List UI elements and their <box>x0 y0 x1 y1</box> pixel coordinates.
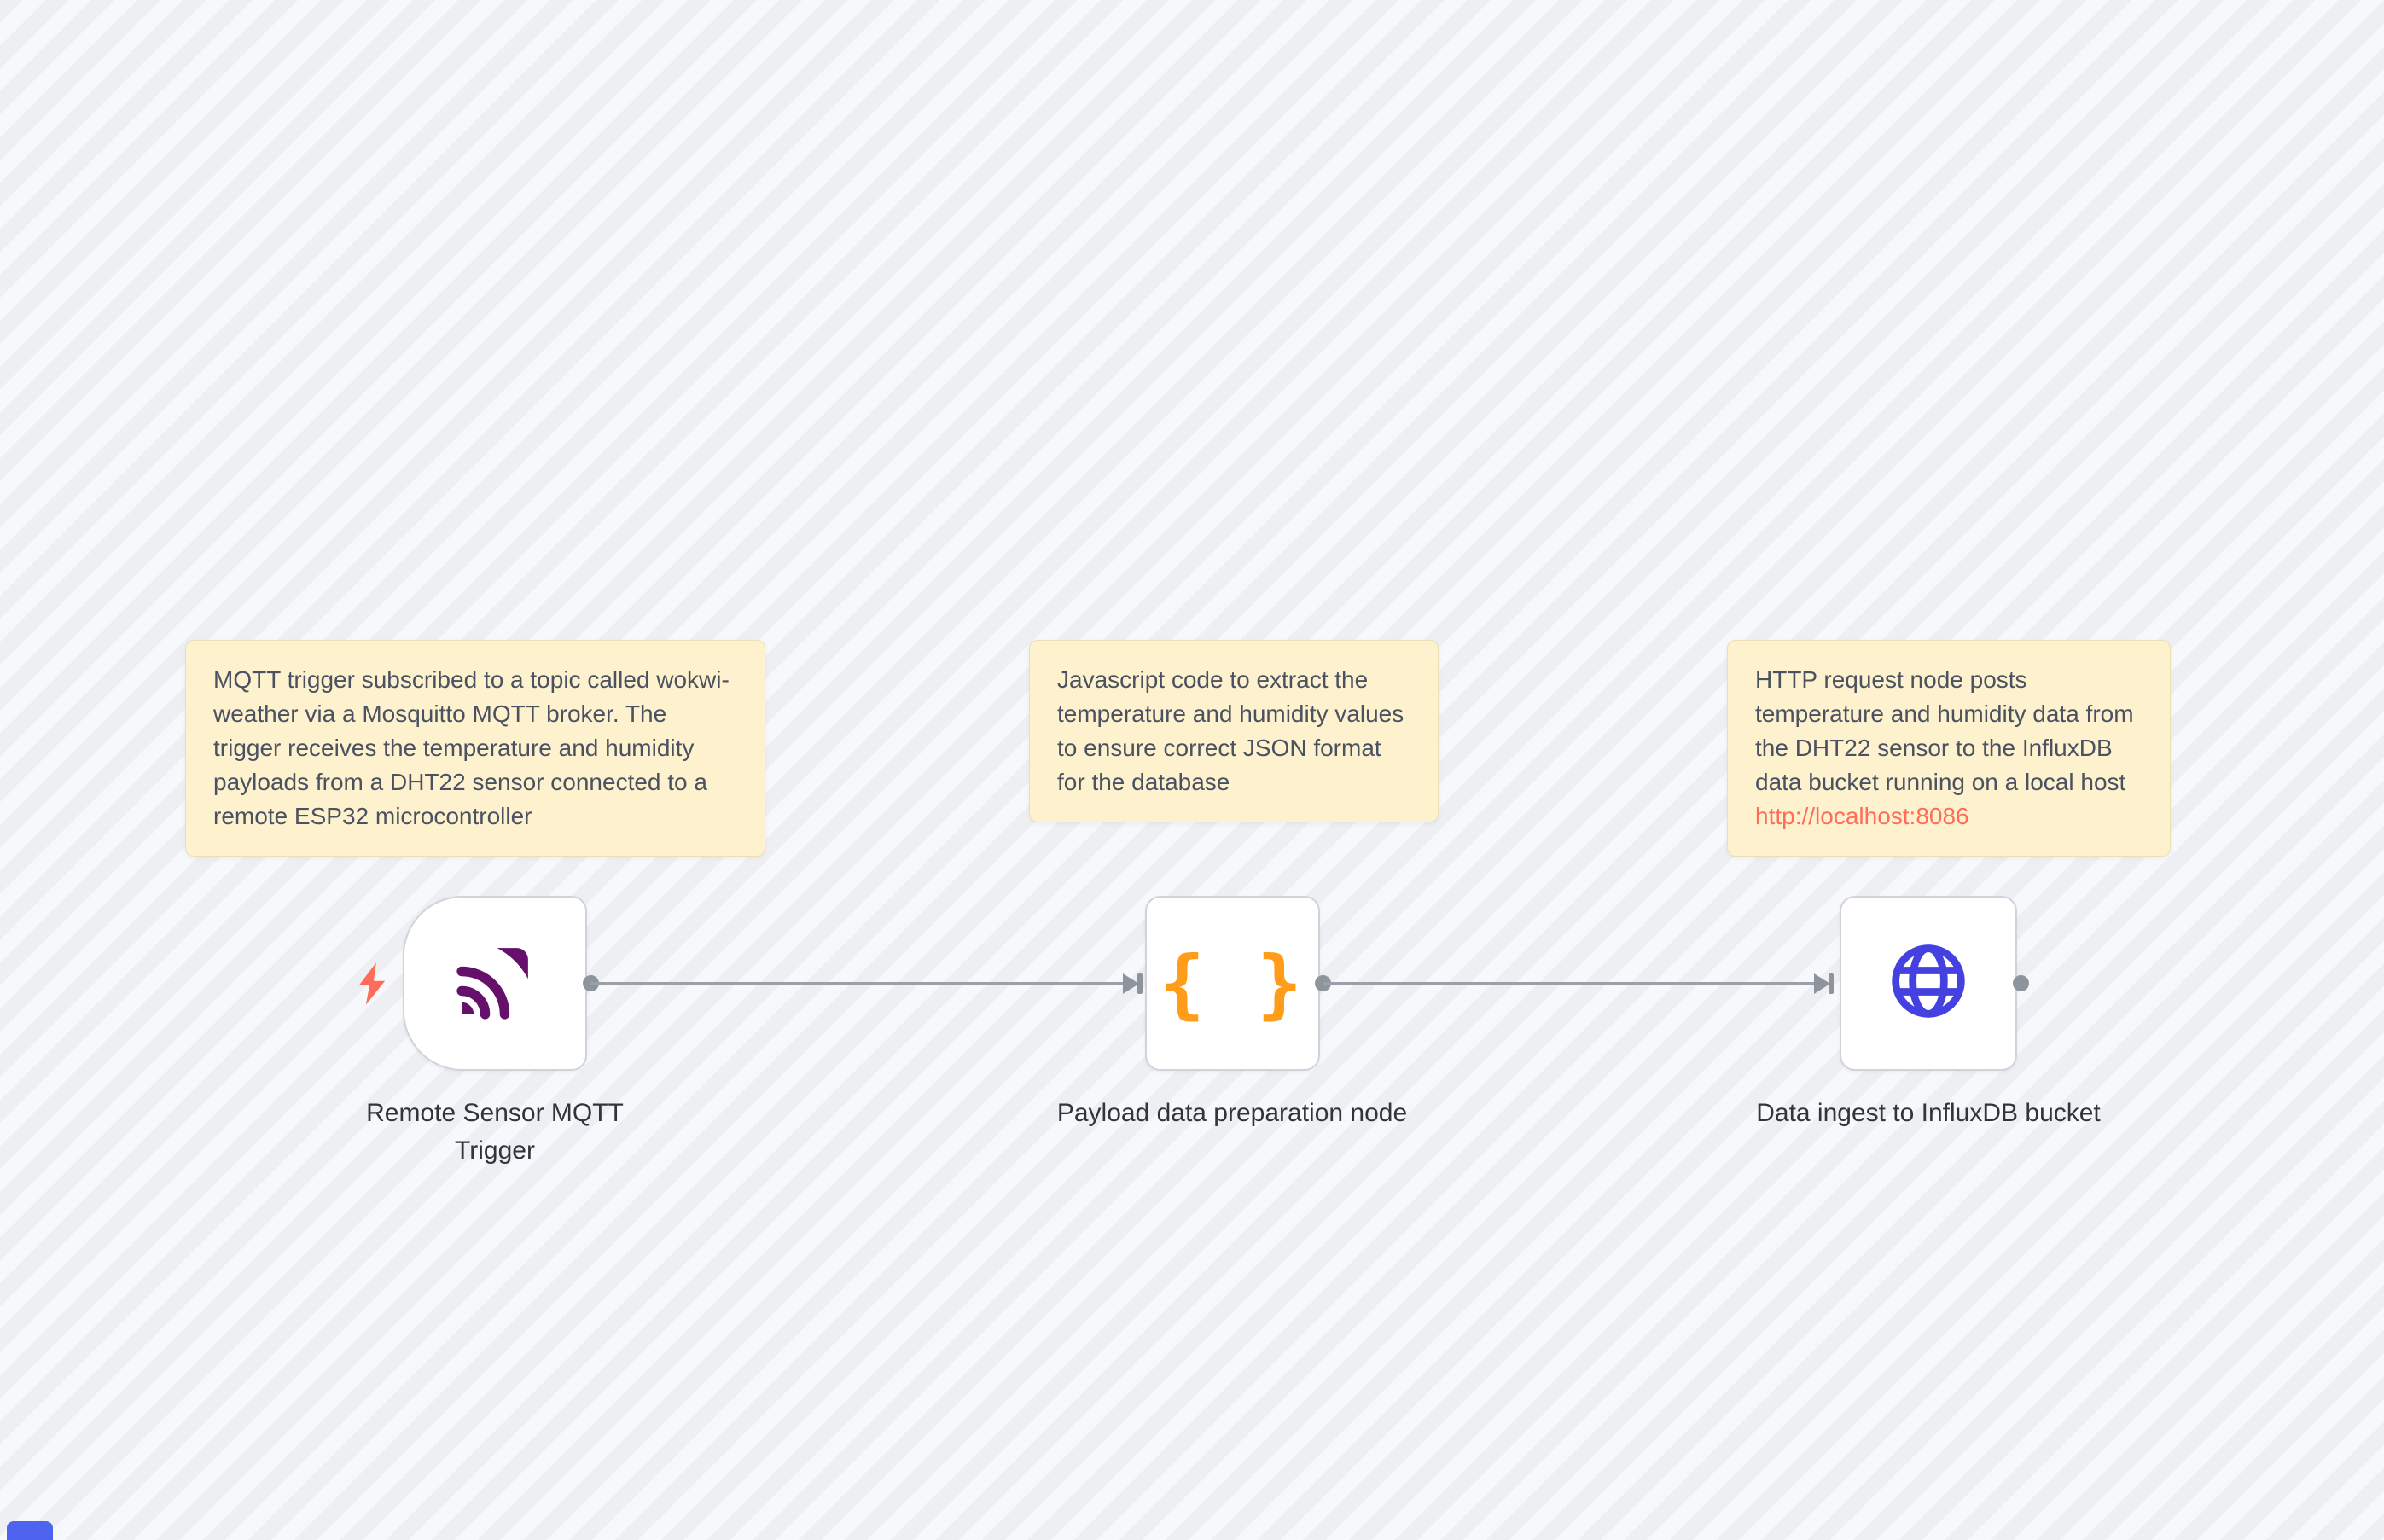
node-label-mqtt-trigger: Remote Sensor MQTT Trigger <box>366 1099 624 1165</box>
input-port-code-node[interactable] <box>1137 973 1143 994</box>
node-influxdb-ingest[interactable] <box>1840 896 2017 1071</box>
lightning-bolt-icon <box>353 959 394 1013</box>
connection-mqtt-to-code <box>590 982 1126 985</box>
node-label-influxdb-ingest: Data ingest to InfluxDB bucket <box>1756 1099 2101 1127</box>
localhost-link[interactable]: http://localhost:8086 <box>1755 803 1969 829</box>
sticky-note-code[interactable]: Javascript code to extract the temperatu… <box>1029 640 1439 822</box>
arrowhead-icon <box>1814 973 1831 998</box>
sticky-note-http-request[interactable]: HTTP request node posts temperature and … <box>1727 640 2171 857</box>
globe-icon <box>1886 939 1971 1028</box>
output-port-http-node[interactable] <box>2013 975 2029 991</box>
bottom-left-partial-button[interactable] <box>7 1521 53 1540</box>
node-mqtt-trigger[interactable] <box>403 896 587 1071</box>
mqtt-icon <box>450 936 540 1031</box>
sticky-note-mqtt-trigger[interactable]: MQTT trigger subscribed to a topic calle… <box>185 640 765 857</box>
input-port-http-node[interactable] <box>1829 973 1834 994</box>
connection-code-to-http <box>1323 982 1817 985</box>
sticky-note-text: Javascript code to extract the temperatu… <box>1057 666 1404 795</box>
node-payload-preparation[interactable]: { } <box>1145 896 1320 1071</box>
sticky-note-text: HTTP request node posts temperature and … <box>1755 666 2134 795</box>
sticky-note-text: MQTT trigger subscribed to a topic calle… <box>213 666 730 829</box>
node-label-payload-preparation: Payload data preparation node <box>1056 1099 1408 1127</box>
arrowhead-icon <box>1123 973 1140 998</box>
code-braces-icon: { } <box>1160 939 1305 1027</box>
